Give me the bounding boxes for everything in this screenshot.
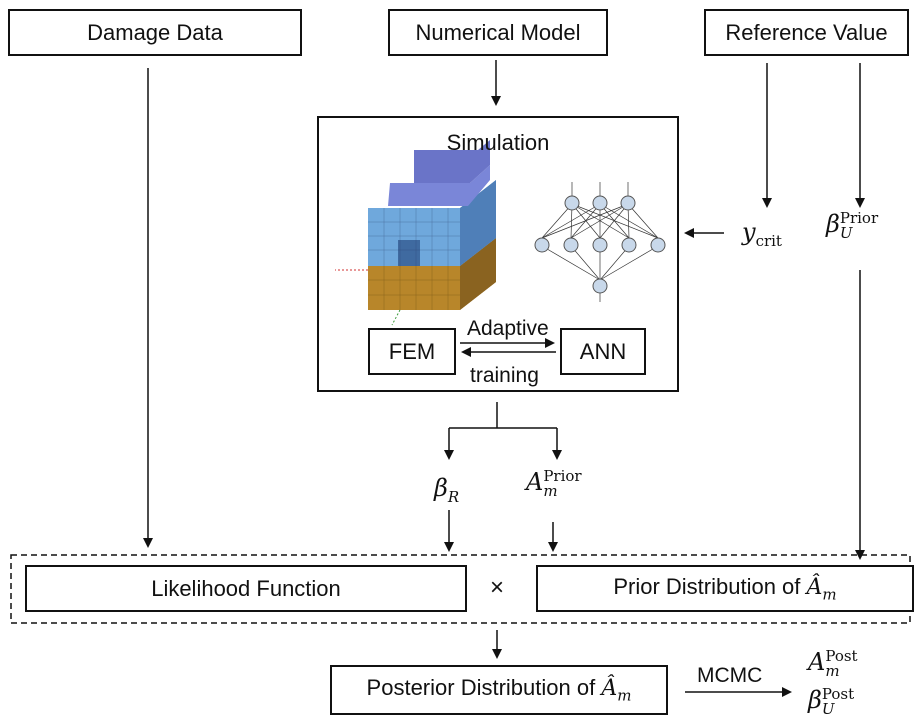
- beta-r-symbol: βR: [434, 474, 460, 506]
- fem-label: FEM: [388, 338, 436, 364]
- times-symbol: ×: [490, 574, 505, 601]
- damage-data-box: Damage Data: [8, 9, 302, 56]
- reference-value-label: Reference Value: [725, 19, 888, 45]
- adaptive-label: Adaptive: [467, 317, 549, 340]
- likelihood-label: Likelihood Function: [151, 575, 341, 601]
- numerical-model-box: Numerical Model: [388, 9, 608, 56]
- fem-mesh-icon: [335, 140, 496, 326]
- ann-box: ANN: [560, 328, 646, 375]
- y-crit-symbol: ycrit: [742, 218, 782, 250]
- likelihood-box: Likelihood Function: [25, 565, 467, 612]
- prior-distribution-box: Prior Distribution of Âm: [536, 565, 914, 612]
- numerical-model-label: Numerical Model: [415, 19, 581, 45]
- fem-box: FEM: [368, 328, 456, 375]
- training-label: training: [470, 364, 539, 387]
- posterior-distribution-label: Posterior Distribution of Âm: [366, 675, 632, 705]
- neural-network-icon: [534, 182, 666, 302]
- simulation-title: Simulation: [446, 130, 550, 155]
- posterior-distribution-box: Posterior Distribution of Âm: [330, 665, 668, 715]
- damage-data-label: Damage Data: [87, 19, 223, 45]
- mcmc-label: MCMC: [697, 664, 763, 687]
- ann-label: ANN: [579, 338, 627, 364]
- reference-value-box: Reference Value: [704, 9, 909, 56]
- prior-distribution-label: Prior Distribution of Âm: [613, 573, 837, 604]
- simulation-box: Simulation: [317, 116, 679, 392]
